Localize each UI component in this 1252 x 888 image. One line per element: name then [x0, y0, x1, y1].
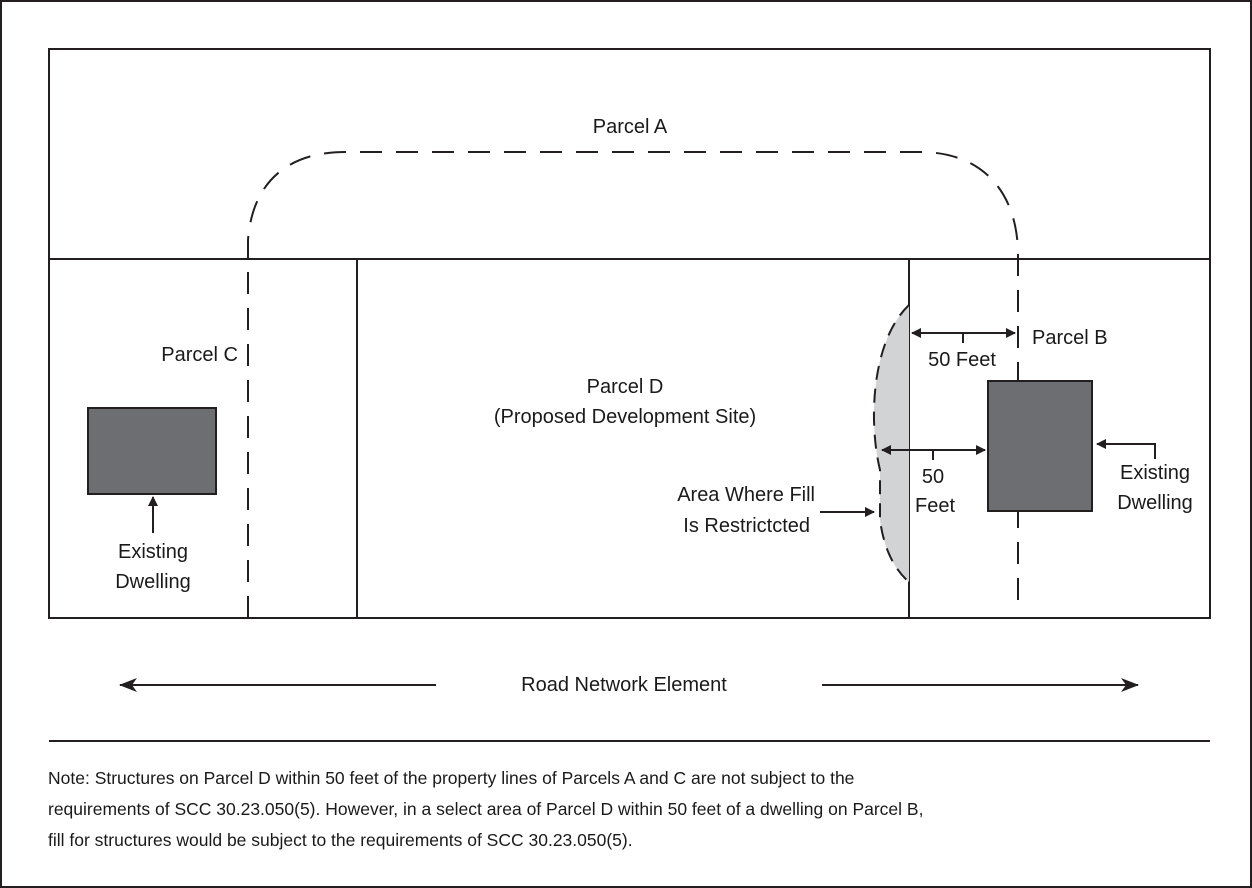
site-boundary — [48, 48, 1211, 619]
restricted-fill-area — [873, 305, 909, 582]
parcel-a-label: Parcel A — [593, 116, 668, 138]
buffer-dashed-line — [247, 151, 1019, 618]
fill-area-label-line2: Is Restrictcted — [683, 515, 810, 537]
restricted-fill-area-edge — [873, 304, 910, 583]
right-dwelling-arrow — [1096, 439, 1156, 459]
left-dwelling — [87, 407, 217, 495]
left-dwelling-label-line2: Dwelling — [115, 571, 191, 593]
right-dwelling-label-line2: Dwelling — [1117, 492, 1193, 514]
right-dwelling-label-line1: Existing — [1120, 462, 1190, 484]
fill-area-label-line1: Area Where Fill — [677, 484, 815, 506]
left-dwelling-label-line1: Existing — [118, 541, 188, 563]
mid-50ft-value: 50 — [922, 466, 944, 488]
note-line-1: Note: Structures on Parcel D within 50 f… — [48, 768, 854, 788]
parcel-c-label: Parcel C — [161, 344, 238, 366]
parcel-d-description: (Proposed Development Site) — [494, 406, 756, 428]
right-dwelling — [987, 380, 1093, 512]
parcel-b-label: Parcel B — [1032, 327, 1108, 349]
road-network-label: Road Network Element — [521, 674, 727, 696]
top-50ft-label: 50 Feet — [928, 349, 996, 371]
parcel-d-label: Parcel D — [587, 376, 664, 398]
mid-50ft-unit: Feet — [915, 495, 955, 517]
note-line-2: requirements of SCC 30.23.050(5). Howeve… — [48, 799, 923, 819]
note-line-3: fill for structures would be subject to … — [48, 830, 633, 850]
